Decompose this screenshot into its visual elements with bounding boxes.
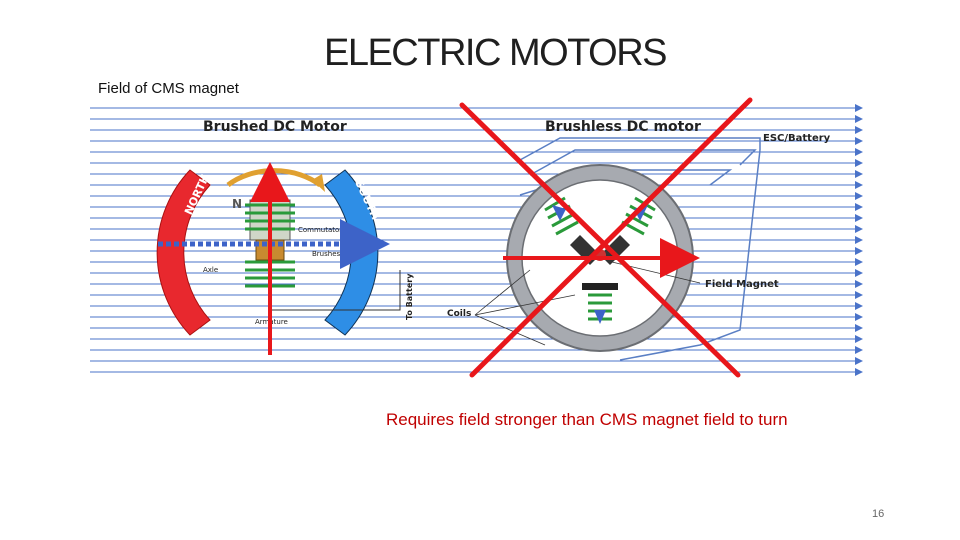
brushed-motor-title: Brushed DC Motor [203,119,347,135]
rotation-arrow [226,168,322,187]
brushes-label: Brushes [312,250,341,258]
coils-label: Coils [447,309,471,319]
brushless-crossout [459,97,753,378]
field-label: Field of CMS magnet [98,80,239,97]
axle-label: Axle [203,266,218,274]
caption: Requires field stronger than CMS magnet … [386,410,788,429]
north-pole-magnet [156,169,211,336]
field-magnet-label: Field Magnet [705,279,779,290]
battery-label: To Battery [405,273,414,320]
magnetic-field-lines [90,104,863,376]
n-marker: N [232,197,242,211]
brushed-dc-motor: Brushed DC Motor NORTH SOUTH N Commutato… [156,119,414,336]
commutator-label: Commutator [298,226,342,234]
brushless-motor-title: Brushless DC motor [545,119,701,135]
esc-label: ESC/Battery [763,133,831,144]
page-number: 16 [872,508,885,520]
page-title: ELECTRIC MOTORS [323,32,668,74]
